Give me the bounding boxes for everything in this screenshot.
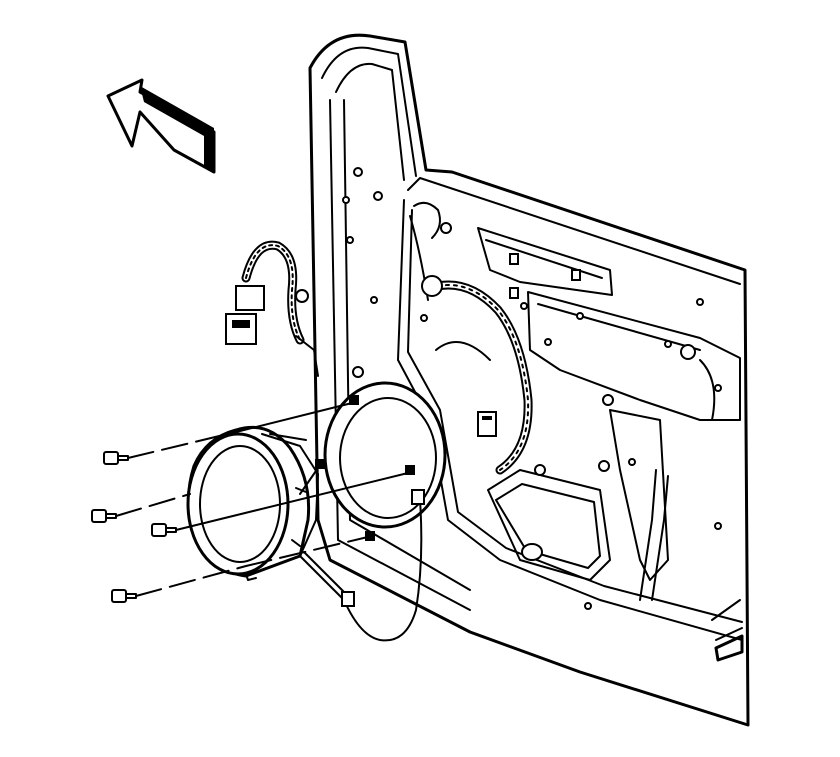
screw-2 (91, 509, 117, 523)
wire-harness-connector (477, 411, 497, 437)
panel-holes (342, 167, 722, 610)
screw-guide-lines (115, 395, 415, 597)
speaker-wire-lead (299, 489, 425, 642)
door-inner-panel (308, 33, 750, 727)
left-wire-harness (225, 240, 319, 377)
panel-slots (509, 253, 581, 299)
front-direction-arrow (106, 78, 216, 174)
door-speaker (186, 425, 319, 581)
door-wiring-harness (409, 201, 669, 601)
